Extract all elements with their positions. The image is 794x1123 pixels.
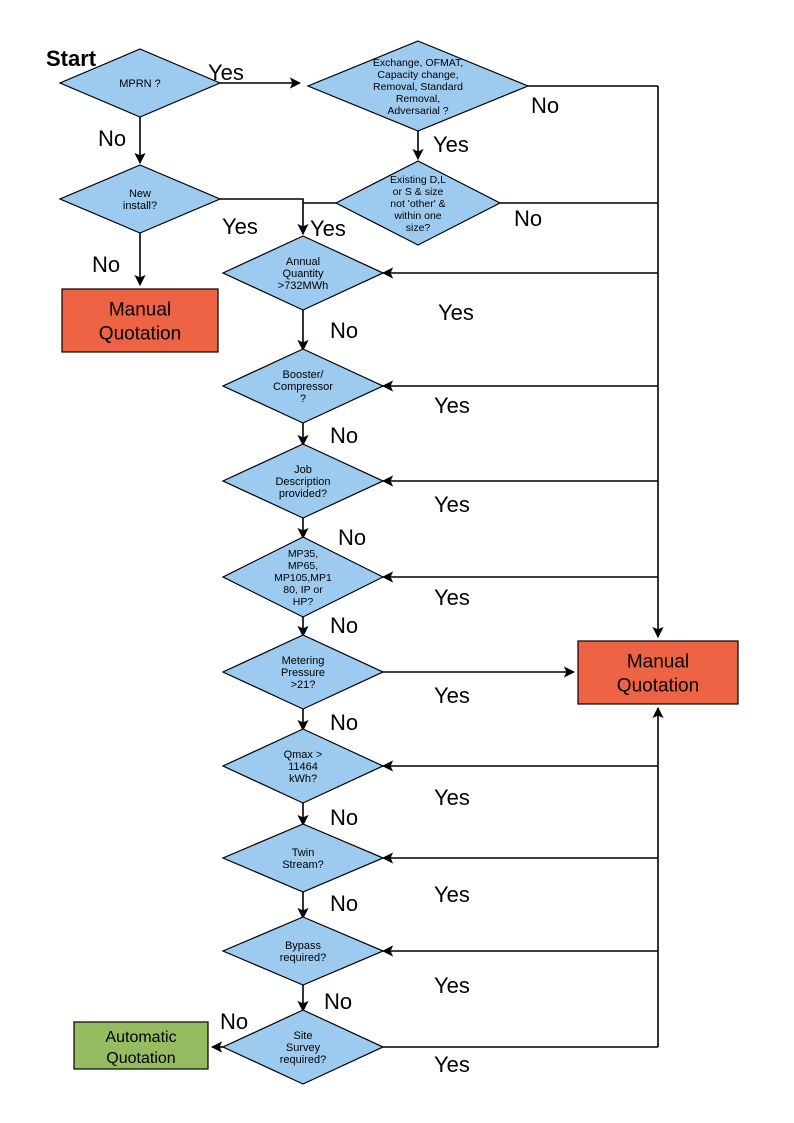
lbl-bypass-yes: Yes [434,973,470,998]
decision-survey-line: Site [294,1030,313,1042]
decision-survey[interactable] [221,1009,385,1085]
lbl-mp-no: No [330,613,358,638]
decision-metering[interactable] [221,634,385,710]
lbl-jobdesc-yes: Yes [434,492,470,517]
terminal-manual-left-line: Quotation [99,324,181,345]
shape-layer [58,40,739,1085]
terminal-manual-right-line: Quotation [617,676,699,697]
decision-qmax-line: Qmax > [284,749,323,761]
lbl-annual-yes: Yes [438,300,474,325]
decision-metering-line: Metering [282,655,325,667]
decision-mprn-line: MPRN ? [119,78,161,90]
lbl-exchange-yes: Yes [433,132,469,157]
decision-annualqty-line: Quantity [283,268,324,280]
decision-exchange-line: Adversarial ? [387,105,448,117]
decision-jobdesc-line: Job [294,464,312,476]
decision-metering-line: >21? [291,679,316,691]
lbl-bypass-no: No [324,989,352,1014]
lbl-twin-no: No [330,891,358,916]
decision-mpsizes-line: MP35, [288,548,318,560]
lbl-existing-yes: Yes [310,216,346,241]
lbl-survey-no: No [220,1009,248,1034]
decision-existing-line: or S & size [393,186,444,198]
decision-existing-line: size? [406,222,431,234]
terminal-manual-left-line: Manual [109,300,171,321]
edge-newinstall-yes [220,198,309,236]
decision-annualqty-line: Annual [286,256,320,268]
decision-mpsizes[interactable] [221,536,385,618]
decision-mpsizes-line: 80, IP or [283,584,323,596]
lbl-metering-no: No [330,710,358,735]
lbl-metering-yes: Yes [434,683,470,708]
lbl-jobdesc-no: No [338,525,366,550]
decision-bypass-line: Bypass [285,940,322,952]
lbl-booster-no: No [330,423,358,448]
decision-mpsizes-line: HP? [293,596,314,608]
decision-annualqty-line: >732MWh [278,280,328,292]
decision-mpsizes-line: MP65, [288,560,318,572]
decision-jobdesc[interactable] [221,443,385,519]
decision-newinstall-line: install? [123,200,157,212]
decision-booster-line: Compressor [273,381,333,393]
decision-existing-line: within one [393,210,441,222]
decision-twin-line: Stream? [282,859,324,871]
decision-booster-line: Booster/ [283,369,325,381]
connector-layer [134,77,664,1053]
lbl-annual-no: No [330,318,358,343]
decision-mprn[interactable] [58,48,222,118]
start-label: Start [46,46,97,71]
terminal-manual-right-line: Manual [627,652,689,673]
decision-existing[interactable] [334,160,502,246]
decision-twin-line: Twin [292,847,315,859]
lbl-mprn-no: No [98,126,126,151]
decision-exchange-line: Removal, [396,93,440,105]
lbl-qmax-yes: Yes [434,785,470,810]
terminal-automatic-line: Quotation [106,1050,175,1067]
decision-qmax-line: kWh? [289,773,317,785]
decision-newinstall-line: New [129,188,151,200]
lbl-exchange-no: No [531,93,559,118]
terminal-automatic[interactable] [73,1021,209,1070]
decision-exchange[interactable] [306,40,530,132]
decision-exchange-line: Capacity change, [377,69,458,81]
lbl-booster-yes: Yes [434,393,470,418]
decision-metering-line: Pressure [281,667,325,679]
decision-survey-line: required? [280,1054,326,1066]
decision-mpsizes-line: MP105,MP1 [274,572,332,584]
decision-existing-line: not 'other' & [390,198,445,210]
decision-booster-line: ? [300,393,306,405]
lbl-newinstall-yes: Yes [222,214,258,239]
decision-exchange-line: Removal, Standard [373,81,463,93]
decision-bypass-line: required? [280,952,326,964]
lbl-mprn-yes: Yes [208,60,244,85]
decision-survey-line: Survey [286,1042,321,1054]
decision-qmax[interactable] [221,728,385,804]
lbl-existing-no: No [514,206,542,231]
decision-exchange-line: Exchange, OFMAT, [373,57,463,69]
lbl-mp-yes: Yes [434,585,470,610]
decision-bypass[interactable] [221,916,385,986]
decision-twin[interactable] [221,823,385,893]
decision-booster[interactable] [221,348,385,424]
decision-existing-line: Existing D,L [390,174,446,186]
decision-jobdesc-line: provided? [279,488,327,500]
terminal-manual-right[interactable] [577,640,739,705]
shape-label-layer: MPRN ?Exchange, OFMAT,Capacity change,Re… [99,57,699,1067]
lbl-survey-yes: Yes [434,1052,470,1077]
decision-qmax-line: 11464 [288,761,318,773]
decision-newinstall[interactable] [58,164,222,234]
decision-annualqty[interactable] [221,235,385,311]
lbl-qmax-no: No [330,805,358,830]
decision-jobdesc-line: Description [275,476,330,488]
lbl-twin-yes: Yes [434,882,470,907]
terminal-automatic-line: Automatic [105,1029,176,1046]
terminal-manual-left[interactable] [61,288,219,353]
lbl-newinstall-no: No [92,252,120,277]
